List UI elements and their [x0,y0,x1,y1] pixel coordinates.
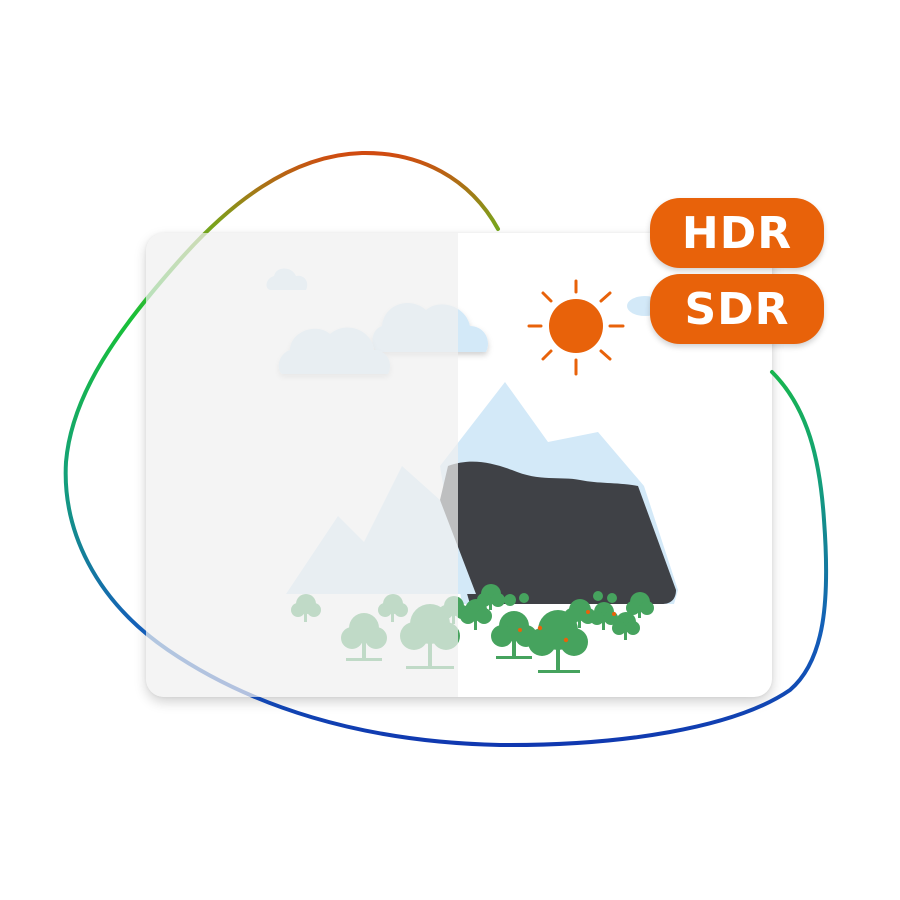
sun-icon [527,279,625,376]
mountain-icon [440,382,678,604]
sdr-badge: SDR [650,274,824,344]
sdr-dimmed-overlay [146,233,458,697]
fruit-dots [518,610,616,643]
hdr-badge: HDR [650,198,824,268]
